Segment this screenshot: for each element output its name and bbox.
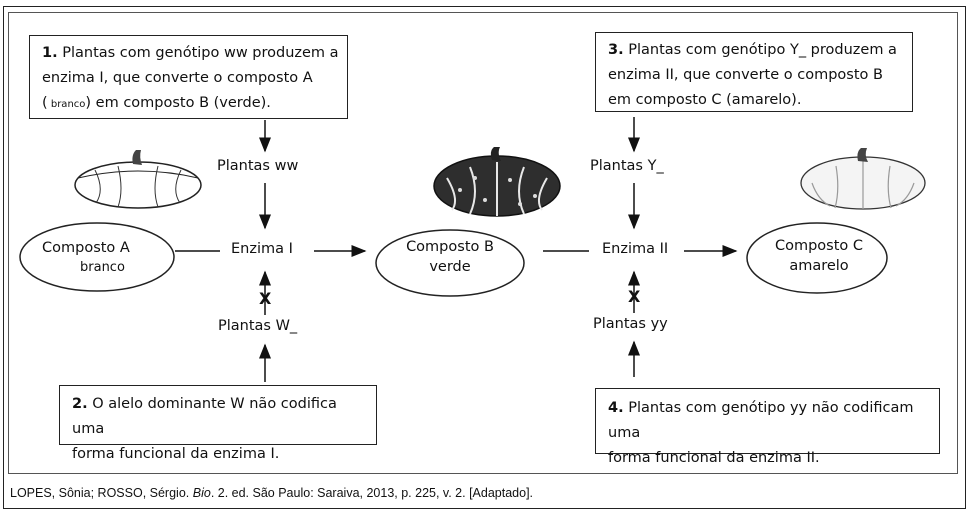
citation: LOPES, Sônia; ROSSO, Sérgio. Bio. 2. ed.…	[10, 486, 533, 500]
note-3: 3. Plantas com genótipo Y_ produzem a en…	[595, 32, 913, 112]
compound-b-label: Composto B verde	[385, 237, 515, 277]
note-1-paren-open: (	[42, 95, 48, 111]
compound-a-color: branco	[80, 260, 125, 275]
note-1: 1. Plantas com genótipo ww produzem a en…	[29, 35, 348, 119]
note-4-number: 4.	[608, 400, 624, 416]
compound-c-ellipse	[746, 222, 888, 294]
note-3-line3: em composto C (amarelo).	[608, 92, 802, 108]
label-plantas-yy: Plantas yy	[593, 316, 668, 332]
compound-b-name: Composto B	[406, 239, 494, 255]
note-2-line1: O alelo dominante W não codifica uma	[72, 396, 337, 437]
figure-frame	[3, 6, 966, 509]
compound-a-name: Composto A	[42, 240, 130, 256]
compound-a-ellipse	[19, 222, 175, 292]
note-4-line1: Plantas com genótipo yy não codificam um…	[608, 400, 914, 441]
note-4-line2: forma funcional da enzima II.	[608, 450, 820, 466]
citation-title: Bio	[192, 486, 211, 500]
note-1-number: 1.	[42, 45, 58, 61]
compound-b-ellipse	[375, 229, 525, 297]
note-1-branco: branco	[47, 99, 86, 110]
note-2-number: 2.	[72, 396, 88, 412]
note-1-line1: Plantas com genótipo ww produzem a	[62, 45, 339, 61]
label-enzima-1: Enzima I	[231, 241, 293, 257]
label-plantas-W: Plantas W_	[218, 318, 298, 334]
note-3-line2: enzima II, que converte o composto B	[608, 67, 883, 83]
pumpkin-green-icon	[433, 147, 561, 217]
label-plantas-ww: Plantas ww	[217, 158, 299, 174]
label-enzima-2: Enzima II	[602, 241, 669, 257]
block-mark-enzima-2: X	[628, 287, 641, 306]
compound-b-color: verde	[429, 259, 471, 275]
note-3-number: 3.	[608, 42, 624, 58]
label-plantas-Y: Plantas Y_	[590, 158, 664, 174]
pumpkin-yellow-icon	[800, 148, 926, 210]
compound-a-label: Composto A branco	[30, 238, 140, 278]
citation-rest: . 2. ed. São Paulo: Saraiva, 2013, p. 22…	[210, 486, 534, 500]
note-4: 4. Plantas com genótipo yy não codificam…	[595, 388, 940, 466]
block-mark-enzima-1: X	[259, 289, 272, 308]
note-2: 2. O alelo dominante W não codifica uma …	[59, 385, 377, 462]
compound-c-label: Composto C amarelo	[757, 236, 881, 276]
compound-c-color: amarelo	[789, 258, 849, 274]
diagram-panel	[8, 12, 958, 474]
citation-authors: LOPES, Sônia; ROSSO, Sérgio.	[10, 486, 190, 500]
pumpkin-white-icon	[74, 150, 202, 209]
note-2-line2: forma funcional da enzima I.	[72, 446, 280, 462]
note-1-line2: enzima I, que converte o composto A	[42, 70, 313, 86]
compound-c-name: Composto C	[774, 238, 864, 254]
note-3-line1: Plantas com genótipo Y_ produzem a	[628, 42, 897, 58]
note-1-line3: ) em composto B (verde).	[85, 95, 271, 111]
